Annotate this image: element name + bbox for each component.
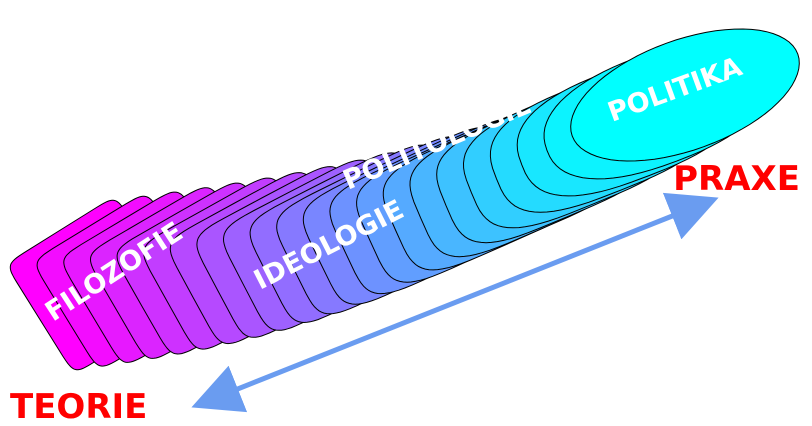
theory-practice-arrow [191, 192, 719, 413]
stack-shape [570, 28, 800, 162]
theory-label: TEORIE [10, 387, 147, 426]
practice-label: PRAXE [673, 159, 800, 199]
